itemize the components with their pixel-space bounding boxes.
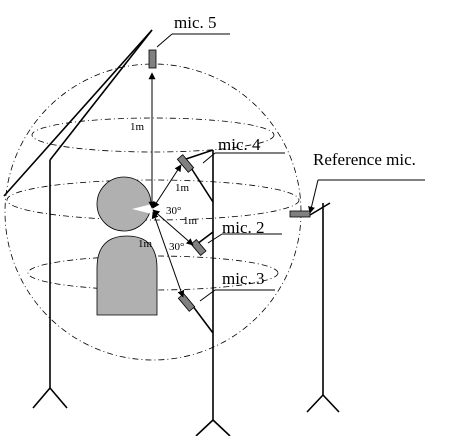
mic5-label: mic. 5 — [174, 13, 217, 32]
mic4-microphone-icon — [176, 154, 195, 173]
reference-mic-label: Reference mic. — [313, 150, 416, 169]
mic3-label: mic. 3 — [222, 269, 265, 288]
mic3-distance-label: 1m — [138, 238, 153, 250]
center-stand — [182, 149, 231, 436]
mic2-microphone-icon — [190, 238, 207, 257]
upper-angle-label: 30° — [166, 205, 181, 217]
reference-microphone-icon — [289, 210, 311, 218]
label-leaders — [156, 33, 425, 302]
mic4-label: mic. 4 — [218, 135, 261, 154]
mic5-distance-label: 1m — [130, 121, 145, 133]
mic2-label: mic. 2 — [222, 218, 265, 237]
mic4-distance-label: 1m — [175, 182, 190, 194]
mic2-distance-label: 1m — [183, 215, 198, 227]
lower-angle-label: 30° — [169, 241, 184, 253]
reference-stand — [306, 202, 340, 413]
distance-arrows — [148, 72, 194, 298]
mic3-microphone-icon — [177, 293, 196, 312]
mic5-microphone-icon — [148, 49, 157, 69]
boom-stand — [3, 29, 153, 409]
head-nose-notch — [132, 204, 152, 214]
